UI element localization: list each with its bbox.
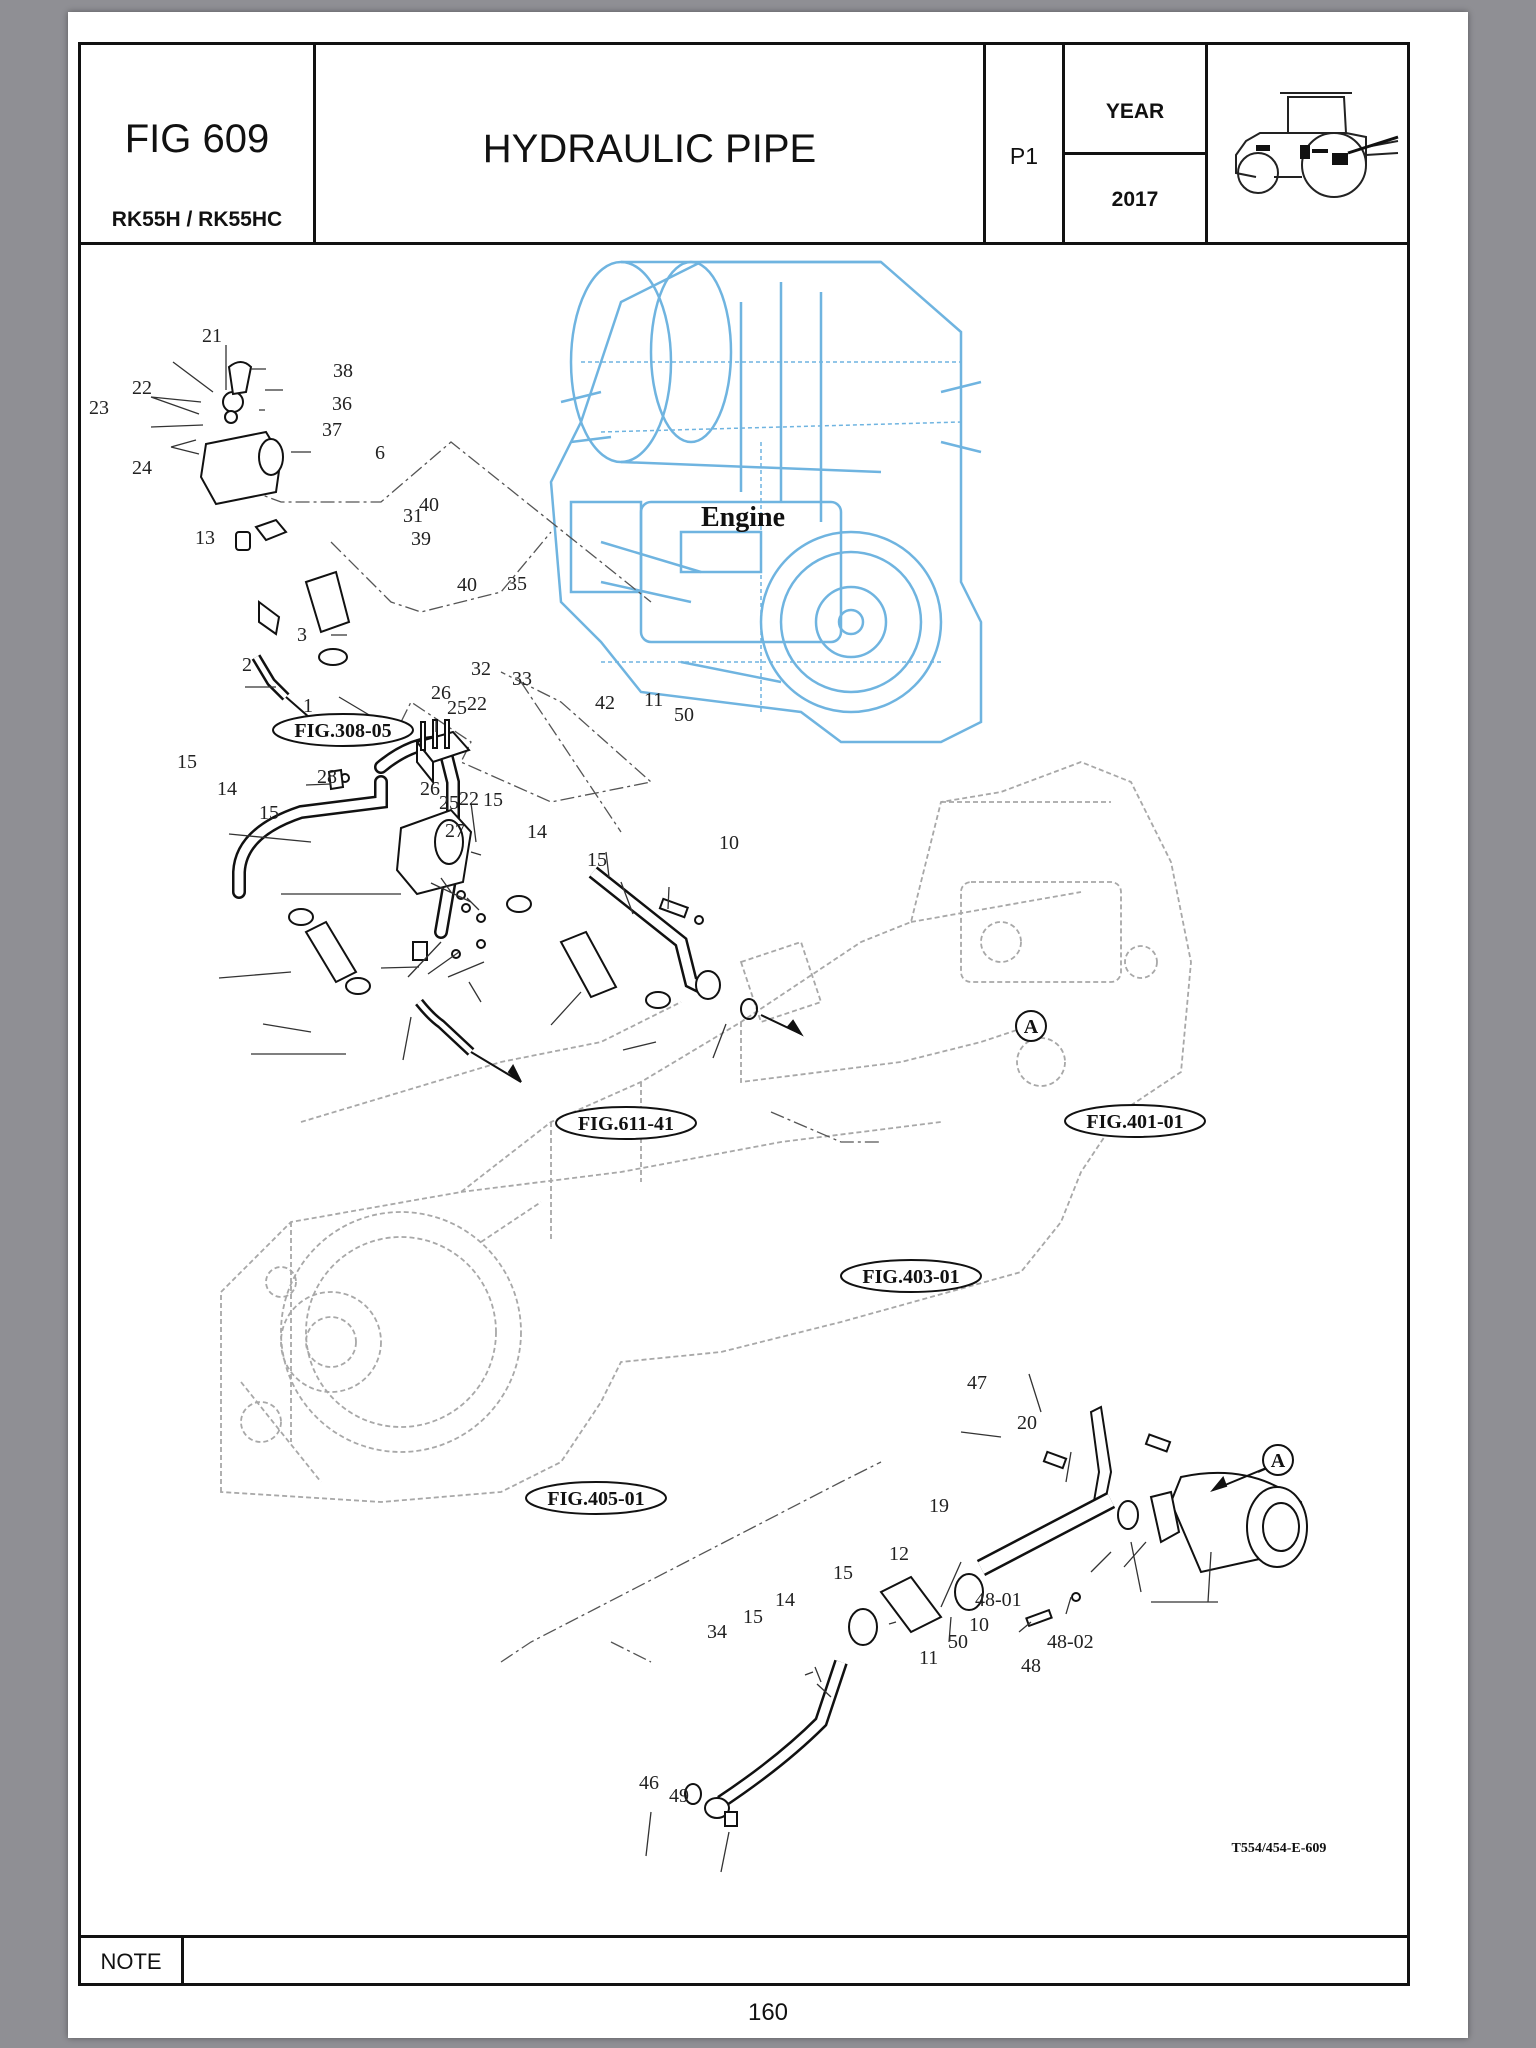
callout-48: 48 xyxy=(1021,1655,1041,1677)
callout-40-upper: 40 xyxy=(419,494,439,516)
callout-50-lower: 50 xyxy=(948,1631,968,1653)
callout-1: 1 xyxy=(303,695,313,717)
callout-33: 33 xyxy=(512,668,532,690)
callout-22-upper: 22 xyxy=(467,693,487,715)
transmission-drawing xyxy=(220,761,1192,1503)
ref-fig-308: FIG.308-05 xyxy=(294,720,391,742)
callout-11-upper: 11 xyxy=(644,689,663,711)
page-code: P1 xyxy=(1009,143,1039,169)
ref-fig-405: FIG.405-01 xyxy=(547,1488,644,1510)
callout-10-lower: 10 xyxy=(969,1614,989,1636)
callout-24: 24 xyxy=(132,457,152,479)
callout-35: 35 xyxy=(507,573,527,595)
callout-20: 20 xyxy=(1017,1412,1037,1434)
callout-15-a: 15 xyxy=(177,751,197,773)
callout-26-upper: 26 xyxy=(431,682,451,704)
callout-36: 36 xyxy=(332,393,352,415)
callout-6: 6 xyxy=(375,442,385,464)
callout-11-lower: 11 xyxy=(919,1647,938,1669)
year-divider xyxy=(1065,152,1205,155)
note-label: NOTE xyxy=(81,1938,184,1986)
callout-25-upper: 25 xyxy=(447,697,467,719)
page-code-cell: P1 xyxy=(986,45,1065,242)
callout-22-lower: 22 xyxy=(459,788,479,810)
callout-34: 34 xyxy=(707,1621,727,1643)
catalog-page: FIG 609 RK55H / RK55HC HYDRAULIC PIPE P1… xyxy=(68,12,1468,2038)
callout-15-c: 15 xyxy=(259,802,279,824)
callout-13: 13 xyxy=(195,527,215,549)
page-title: HYDRAULIC PIPE xyxy=(482,127,817,171)
title-block: FIG 609 RK55H / RK55HC HYDRAULIC PIPE P1… xyxy=(81,45,1407,245)
callout-28: 28 xyxy=(317,766,337,788)
callout-26-lower: 26 xyxy=(420,778,440,800)
connection-marker-lower: A xyxy=(1271,1450,1286,1472)
fig-cell: FIG 609 RK55H / RK55HC xyxy=(81,45,316,242)
callout-25-lower: 25 xyxy=(439,792,459,814)
tractor-icon xyxy=(1235,92,1399,198)
note-row: NOTE xyxy=(81,1935,1407,1986)
parts-diagram-svg: Engine xyxy=(89,260,1327,1873)
callout-15-e: 15 xyxy=(833,1562,853,1584)
callout-22: 22 xyxy=(132,377,152,399)
year-cell: YEAR 2017 xyxy=(1065,45,1208,242)
callout-15-b: 15 xyxy=(483,789,503,811)
engine-label: Engine xyxy=(701,502,785,533)
callout-40-lower: 40 xyxy=(457,574,477,596)
callout-10-upper: 10 xyxy=(719,832,739,854)
callout-3: 3 xyxy=(297,624,307,646)
leader-lines xyxy=(150,345,1218,1873)
filter-assembly xyxy=(684,1405,1308,1827)
callout-48-01: 48-01 xyxy=(975,1589,1022,1611)
callout-21: 21 xyxy=(202,325,222,347)
callout-19: 19 xyxy=(929,1495,949,1517)
callout-48-02: 48-02 xyxy=(1047,1631,1094,1653)
exploded-parts-diagram: Engine xyxy=(81,242,1407,1936)
page-frame: FIG 609 RK55H / RK55HC HYDRAULIC PIPE P1… xyxy=(78,42,1410,1986)
callout-42: 42 xyxy=(595,692,615,714)
ref-fig-401: FIG.401-01 xyxy=(1086,1111,1183,1133)
callout-15-f: 15 xyxy=(743,1606,763,1628)
callout-14-right: 14 xyxy=(527,821,547,843)
page-number: 160 xyxy=(747,1999,789,2026)
callout-38: 38 xyxy=(333,360,353,382)
callout-23: 23 xyxy=(89,397,109,419)
callout-37: 37 xyxy=(322,419,342,441)
callout-46: 46 xyxy=(639,1772,659,1794)
callout-49: 49 xyxy=(669,1785,689,1807)
callout-47: 47 xyxy=(967,1372,987,1394)
reference-labels xyxy=(272,713,1294,1515)
title-cell: HYDRAULIC PIPE xyxy=(316,45,986,242)
callout-14-left: 14 xyxy=(217,778,237,800)
drawing-code: T554/454-E-609 xyxy=(1232,1841,1327,1856)
callout-50-upper: 50 xyxy=(674,704,694,726)
year-label: YEAR xyxy=(1105,100,1165,123)
callout-2: 2 xyxy=(242,654,252,676)
tractor-icon-cell xyxy=(1208,45,1407,242)
year-value: 2017 xyxy=(1111,188,1159,211)
callout-15-d: 15 xyxy=(587,849,607,871)
callout-31: 31 xyxy=(403,505,423,527)
engine-drawing xyxy=(549,260,983,744)
connection-marker-upper: A xyxy=(1024,1016,1039,1038)
callout-39: 39 xyxy=(411,528,431,550)
ref-fig-403: FIG.403-01 xyxy=(862,1266,959,1288)
callout-14-lower: 14 xyxy=(775,1589,795,1611)
callout-27: 27 xyxy=(445,820,465,842)
callout-12: 12 xyxy=(889,1543,909,1565)
model-name: RK55H / RK55HC xyxy=(111,208,283,231)
ref-fig-611: FIG.611-41 xyxy=(578,1113,674,1135)
callouts: 21 38 22 36 23 37 24 6 40 13 39 31 40 35… xyxy=(89,325,1094,1807)
fig-number: FIG 609 xyxy=(124,117,270,161)
callout-32: 32 xyxy=(471,658,491,680)
